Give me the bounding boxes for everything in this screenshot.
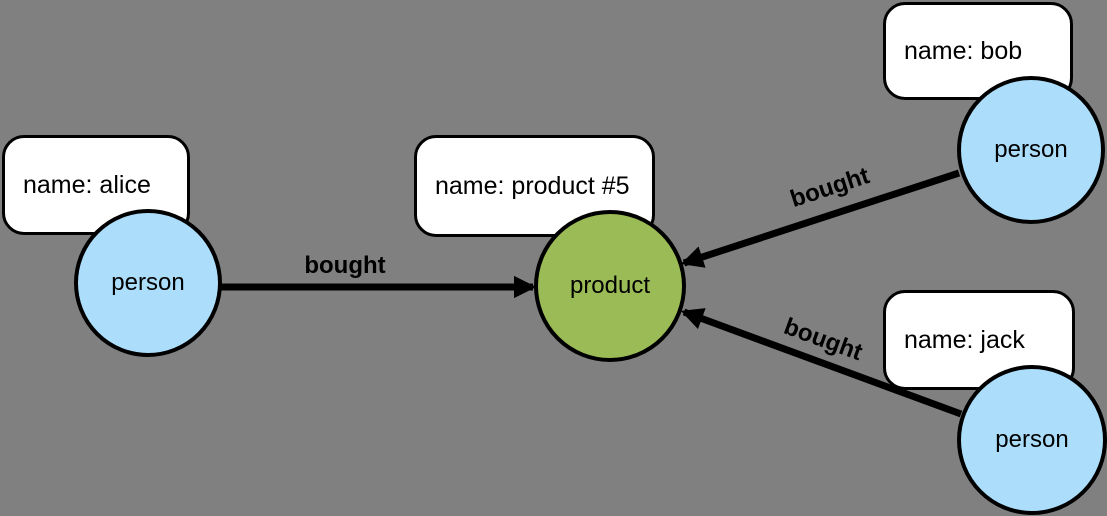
property-box-alice: name: alice [2,135,190,235]
node-product: product [534,210,686,362]
node-label-product: product [569,272,651,299]
property-text-jack: name: jack [904,325,1025,354]
node-label-bob: person [994,136,1068,163]
node-person-jack: person [957,365,1107,515]
node-person-alice: person [74,209,222,357]
property-text-product: name: product #5 [435,171,630,200]
edge-label-jack-bought: bought [780,312,866,367]
node-label-jack: person [995,426,1069,453]
property-text-bob: name: bob [904,36,1023,65]
property-text-alice: name: alice [23,170,151,199]
edge-label-bob-bought: bought [787,162,873,213]
edge-label-alice-bought: bought [304,252,386,279]
node-label-alice: person [111,269,185,296]
node-person-bob: person [957,76,1105,224]
